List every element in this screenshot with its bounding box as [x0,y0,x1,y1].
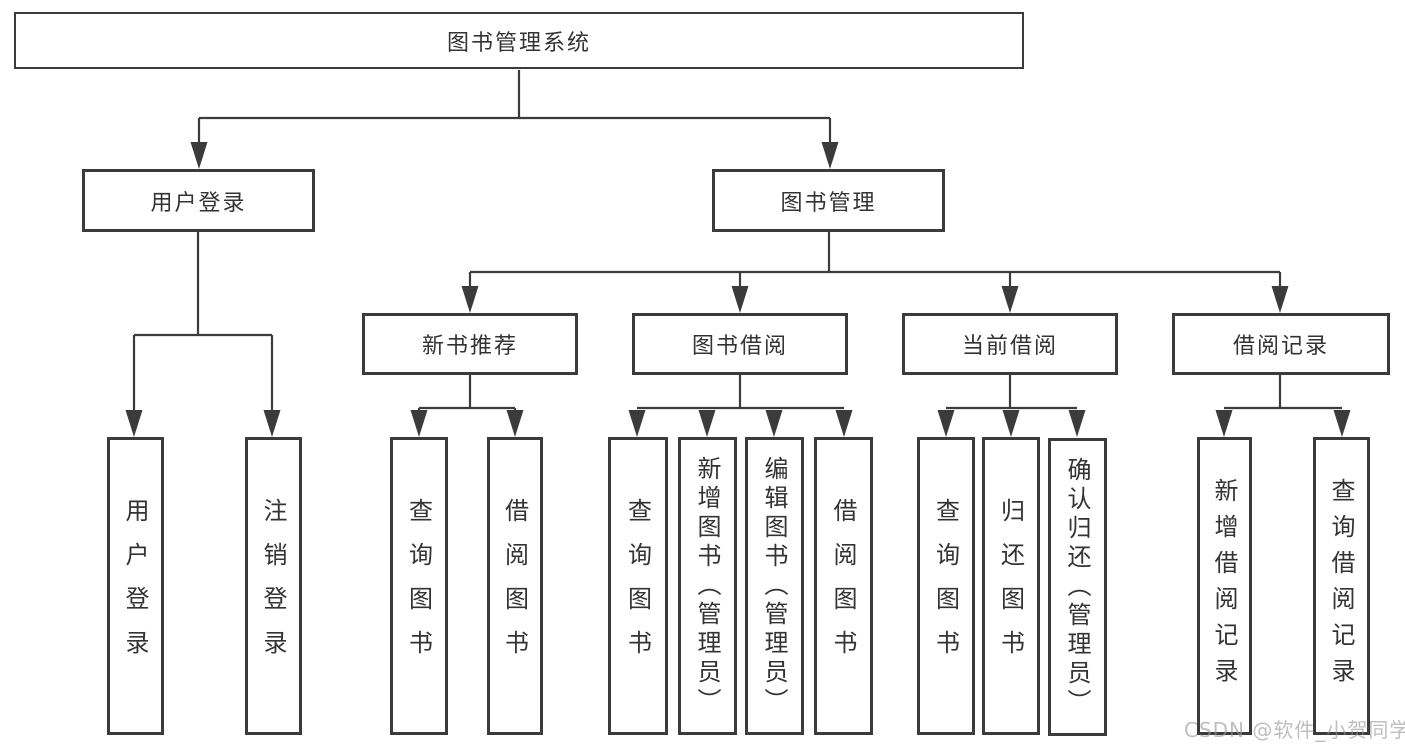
node-library-management-system: 图书管理系统 [14,12,1024,69]
leaf-return-books: 归还图书 [982,437,1040,735]
node-new-book-recommend: 新书推荐 [362,313,578,375]
node-borrow-records: 借阅记录 [1172,313,1390,375]
leaf-edit-book-admin: 编辑图书（管理员） [745,437,804,735]
leaf-query-books-current: 查询图书 [917,437,975,735]
leaf-borrow-books-recommend: 借阅图书 [487,437,543,735]
leaf-borrow-books-borrow: 借阅图书 [814,437,873,735]
node-user-login: 用户登录 [82,169,315,232]
leaf-logout: 注销登录 [245,437,302,735]
leaf-query-books-borrow: 查询图书 [608,437,668,735]
leaf-add-book-admin: 新增图书（管理员） [678,437,737,735]
watermark: CSDN @软件_小贺同学 [1184,718,1405,742]
node-book-management: 图书管理 [712,169,945,232]
leaf-user-login: 用户登录 [107,437,164,735]
leaf-query-borrow-record: 查询借阅记录 [1313,437,1370,735]
leaf-confirm-return-admin: 确认归还（管理员） [1048,438,1107,736]
node-current-borrow: 当前借阅 [902,313,1118,375]
node-book-borrow: 图书借阅 [632,313,848,375]
leaf-query-books-recommend: 查询图书 [390,437,448,735]
leaf-add-borrow-record: 新增借阅记录 [1197,437,1252,735]
